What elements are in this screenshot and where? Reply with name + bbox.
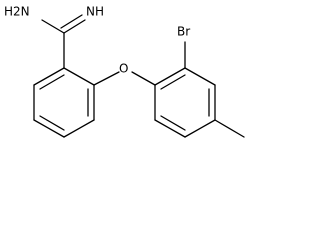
bond-d2-d3 [184,67,216,86]
amidine-group: H2N NH [4,5,104,69]
double-bond-d5-d6 [160,115,186,131]
bromomethylphenyl-ring [154,67,216,138]
chemical-structure-diagram: H2N NH O Br [4,5,245,138]
label-amidine-nh: NH [86,5,104,19]
bond-ring-methyl [214,119,245,138]
label-amidine-nh2: H2N [4,5,30,19]
bond-oxygen-ring [131,71,156,86]
bond-amidine-c-nh2 [41,19,65,34]
bond-c6-c1 [33,67,65,86]
bromo-substituent: Br [177,25,190,69]
methyl-substituent [214,119,245,138]
bond-d1-d2 [154,67,186,86]
benzamidine-ring [33,67,95,138]
double-bond-c6-c1 [39,74,65,90]
bond-ring-oxygen [93,71,120,86]
double-bond-c4-c5 [39,115,65,131]
bond-d5-d6 [154,119,186,138]
ether-linkage: O [93,62,156,86]
bond-d4-d5 [184,119,216,138]
bond-c3-c4 [63,119,95,138]
bond-amidine-c-nh-a [63,19,86,34]
double-bond-d1-d2 [160,74,186,90]
bond-c4-c5 [33,119,65,138]
label-bromine: Br [177,25,190,39]
label-ether-oxygen: O [119,62,128,76]
bond-c1-c2 [63,67,95,86]
bond-amidine-c-nh-b [60,14,83,29]
